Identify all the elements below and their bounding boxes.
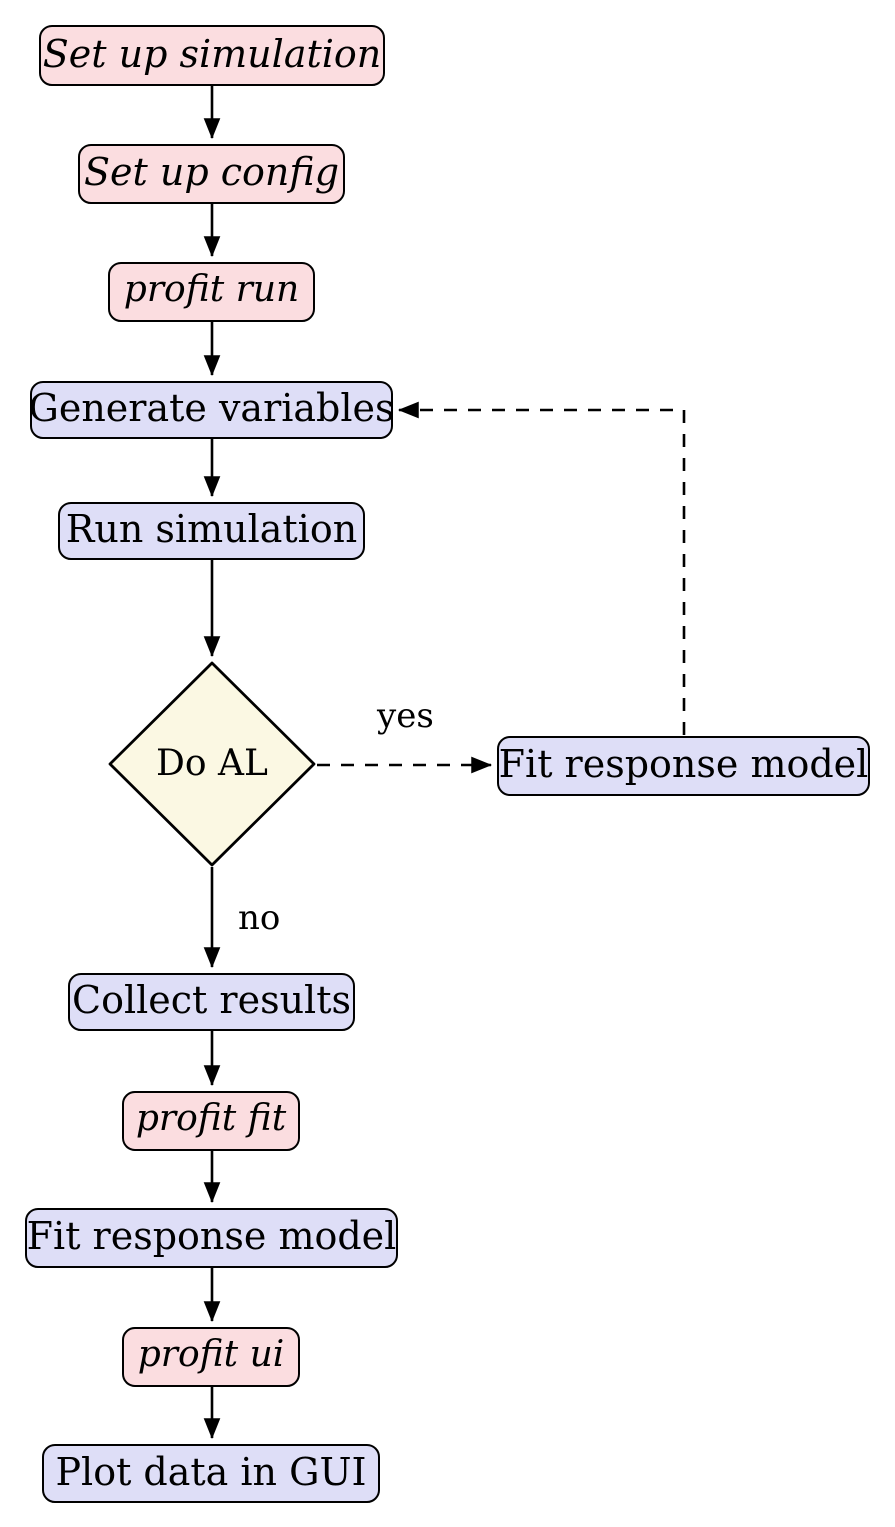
node-label-fit-response-model: Fit response model — [26, 1214, 397, 1258]
node-set-up-simulation[interactable]: Set up simulation — [39, 25, 385, 86]
edge-fit-response-model-al-to-generate-variables — [397, 401, 686, 735]
node-generate-variables[interactable]: Generate variables — [28, 381, 395, 439]
node-label-profit-run: profit run — [123, 269, 300, 310]
node-profit-run[interactable]: profit run — [108, 262, 315, 322]
edge-label-yes: yes — [377, 696, 434, 736]
node-plot-data-in-gui[interactable]: Plot data in GUI — [42, 1444, 380, 1503]
node-label-generate-variables: Generate variables — [28, 386, 395, 430]
node-label-set-up-config: Set up config — [83, 150, 340, 194]
node-label-profit-ui: profit ui — [137, 1334, 285, 1375]
node-do-al[interactable]: Do AL — [108, 661, 316, 867]
node-label-set-up-simulation: Set up simulation — [42, 31, 382, 76]
node-profit-ui[interactable]: profit ui — [122, 1327, 300, 1387]
node-fit-response-model[interactable]: Fit response model — [25, 1208, 398, 1268]
node-label-fit-response-model-al: Fit response model — [498, 742, 869, 786]
node-profit-fit[interactable]: profit fit — [122, 1091, 300, 1151]
node-set-up-config[interactable]: Set up config — [78, 144, 345, 204]
node-fit-response-model-al[interactable]: Fit response model — [497, 736, 870, 796]
node-label-plot-data-in-gui: Plot data in GUI — [55, 1449, 367, 1494]
node-label-do-al: Do AL — [156, 743, 268, 784]
diamond-shape — [108, 661, 316, 867]
node-label-run-simulation: Run simulation — [65, 507, 358, 551]
node-label-collect-results: Collect results — [72, 978, 351, 1022]
node-run-simulation[interactable]: Run simulation — [58, 502, 365, 560]
node-label-profit-fit: profit fit — [135, 1098, 287, 1139]
node-collect-results[interactable]: Collect results — [68, 973, 355, 1031]
edge-label-no: no — [238, 898, 281, 938]
